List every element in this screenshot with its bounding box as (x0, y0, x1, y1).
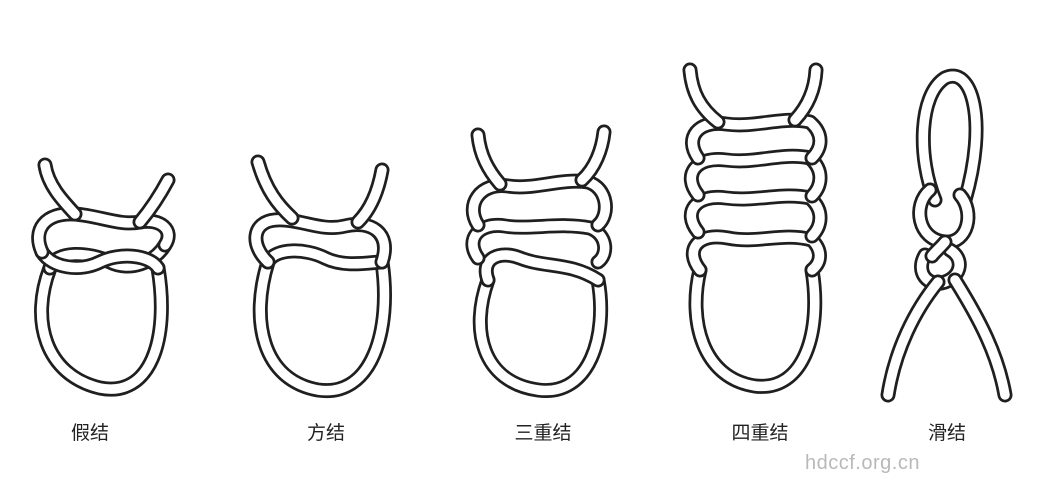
false-knot-illustration (31, 157, 176, 397)
triple-knot-label: 三重结 (514, 422, 572, 444)
slip-knot-illustration (880, 68, 1013, 403)
quadruple-knot-label: 四重结 (731, 422, 789, 444)
watermark: hdccf.org.cn (805, 452, 920, 474)
slip-knot-label: 滑结 (927, 422, 967, 444)
false-knot-label: 假结 (70, 422, 110, 444)
square-knot-illustration (248, 154, 392, 399)
square-knot-label: 方结 (306, 422, 346, 444)
triple-knot-illustration (465, 124, 613, 398)
quadruple-knot-illustration (682, 62, 828, 394)
